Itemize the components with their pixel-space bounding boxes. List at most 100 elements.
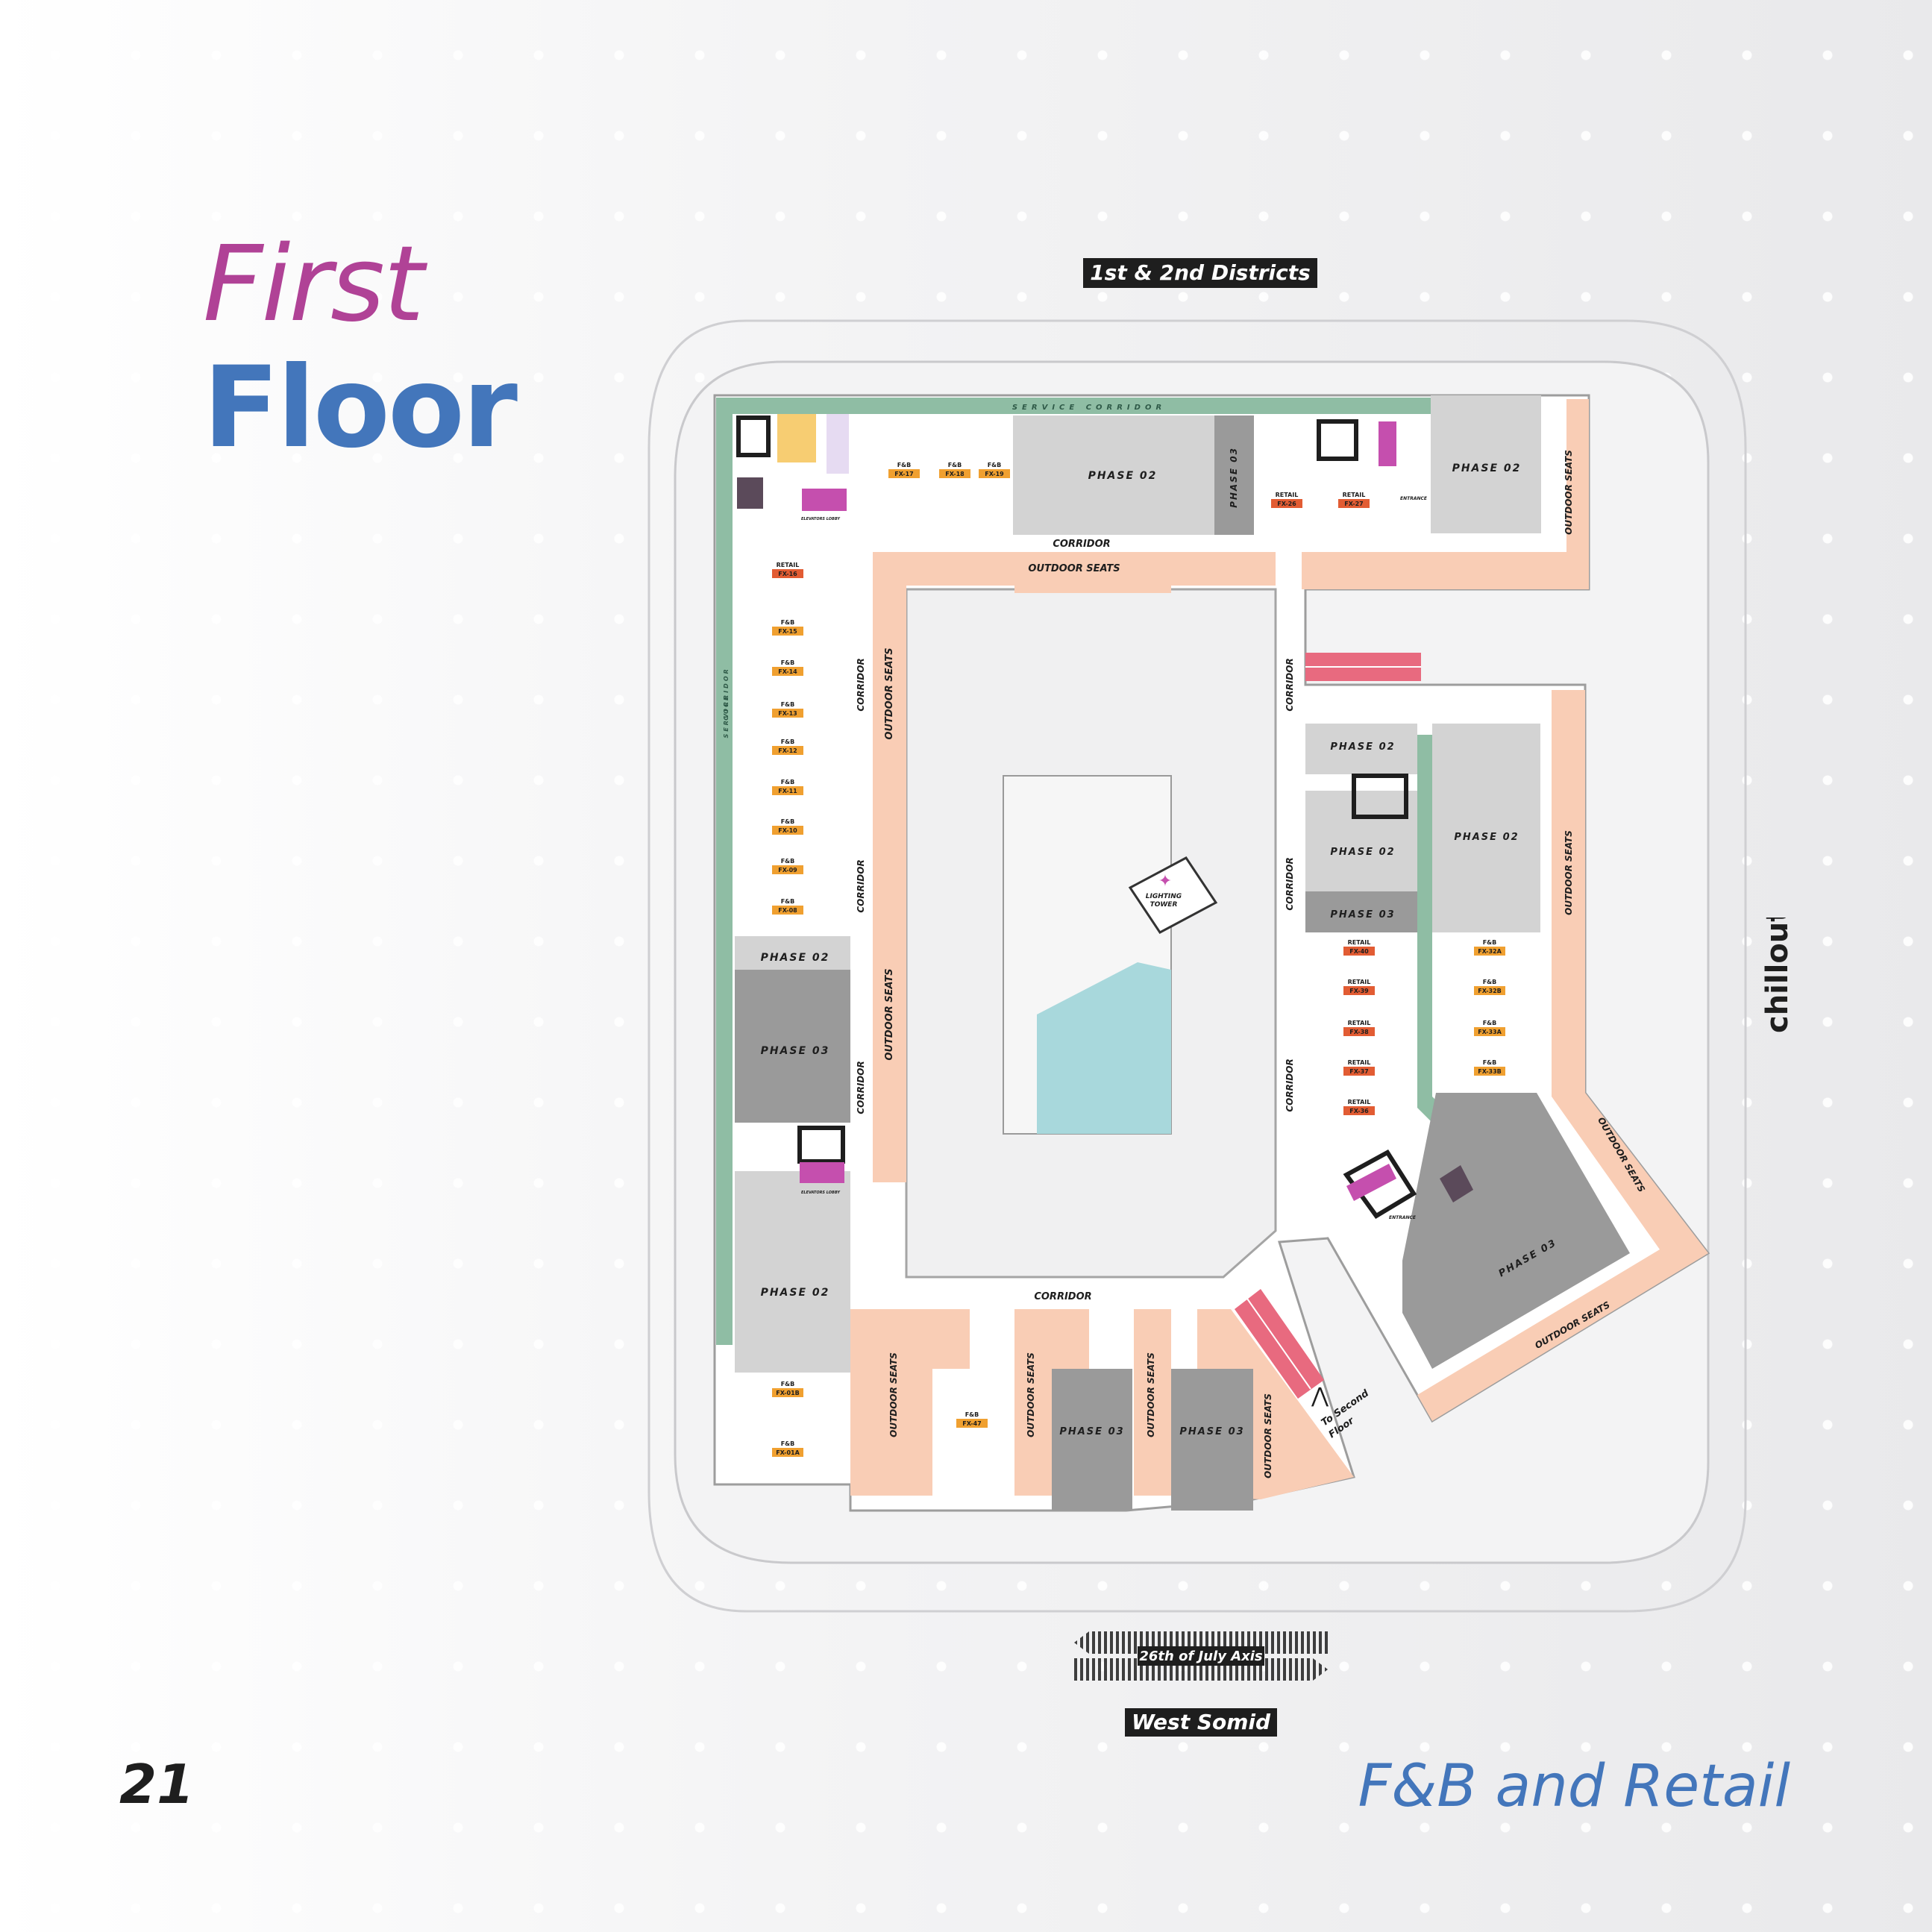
outdoor-seats-label-bottom-2: OUTDOOR SEATS bbox=[1026, 1352, 1036, 1437]
unit-top-2: F&B FX-19 bbox=[979, 462, 1010, 478]
lighting-tower-icon: ✦ bbox=[1158, 871, 1172, 890]
phase02-label-top: PHASE 02 bbox=[1088, 470, 1158, 482]
unit-fb-right-0: F&BFX-32A bbox=[1474, 939, 1505, 956]
phase02-label-right-2: PHASE 02 bbox=[1330, 847, 1395, 858]
unit-retail-left-code: FX-16 bbox=[778, 571, 797, 577]
unit-fb-right-2-code: FX-33A bbox=[1478, 1029, 1502, 1035]
entrance-label-top: ENTRANCE bbox=[1400, 496, 1428, 501]
unit-fb-left-5-code: FX-10 bbox=[778, 827, 797, 834]
unit-fb-bottom-left-1-code: FX-01A bbox=[776, 1449, 800, 1456]
unit-fb-left-2-code: FX-13 bbox=[778, 710, 797, 717]
unit-fb-bottom-left-1-kind: F&B bbox=[781, 1440, 795, 1447]
phase02-label-left: PHASE 02 bbox=[761, 952, 830, 964]
unit-fb-left-7-kind: F&B bbox=[781, 898, 795, 905]
unit-retail-top-0-kind: RETAIL bbox=[1276, 492, 1299, 498]
lighting-tower: ✦ LIGHTING TOWER bbox=[1128, 856, 1218, 934]
phase02-label-right-1: PHASE 02 bbox=[1330, 741, 1395, 753]
outdoor-seats-label-bottom-4: OUTDOOR SEATS bbox=[1263, 1393, 1273, 1478]
unit-fb-right-3-kind: F&B bbox=[1483, 1059, 1497, 1066]
phase03-label-bottom-1: PHASE 03 bbox=[1059, 1426, 1124, 1437]
unit-fb-bottom-left-0-code: FX-01B bbox=[776, 1390, 800, 1396]
road-label-top: 1st & 2nd Districts bbox=[1083, 258, 1317, 288]
unit-fb-left-1-code: FX-14 bbox=[778, 668, 797, 675]
entrance-label-right: ENTRANCE bbox=[1389, 1215, 1417, 1220]
unit-fb-bottom-left-0-kind: F&B bbox=[781, 1381, 795, 1387]
corridor-word-left-1: CORRIDOR bbox=[723, 667, 730, 721]
unit-retail-right-4-kind: RETAIL bbox=[1348, 1099, 1371, 1105]
unit-fb-left-6-code: FX-09 bbox=[778, 867, 797, 874]
unit-fb-left-3-code: FX-12 bbox=[778, 747, 797, 754]
unit-retail-top-1-kind: RETAIL bbox=[1343, 492, 1366, 498]
unit-fb-left-7-code: FX-08 bbox=[778, 907, 797, 914]
unit-fb-right-1: F&BFX-32B bbox=[1474, 979, 1505, 995]
unit-fb-right-3: F&B FX-33B bbox=[1474, 1059, 1505, 1076]
phase03-label-bottom-2: PHASE 03 bbox=[1179, 1426, 1244, 1437]
title-first: First bbox=[203, 224, 424, 345]
cores: ELEVATORS LOBBY ELEVATORS LOBBY ENTRANCE… bbox=[736, 414, 1473, 1220]
elevators-lobby-label-1: ELEVATORS LOBBY bbox=[801, 517, 841, 521]
unit-retail-right-0-code: FX-40 bbox=[1349, 948, 1369, 955]
unit-top-2-code: FX-19 bbox=[985, 471, 1004, 477]
phase02-label-bottom-left: PHASE 02 bbox=[761, 1287, 830, 1299]
unit-fb-left-0-code: FX-15 bbox=[778, 628, 797, 635]
corridor-label-left-2: CORRIDOR bbox=[856, 859, 866, 912]
page-number: 21 bbox=[119, 1753, 195, 1816]
unit-fb-left-6: F&B FX-09 bbox=[772, 858, 803, 874]
chillout-logo: chillout bbox=[1760, 918, 1795, 1033]
unit-tags: F&BFX-17F&BFX-18F&BFX-19RETAILFX-26RETAI… bbox=[772, 462, 1505, 1457]
unit-fb-left-6-kind: F&B bbox=[781, 858, 795, 865]
unit-fb-bottom-left-1: F&B FX-01A bbox=[772, 1440, 803, 1457]
phase03-label-right: PHASE 03 bbox=[1330, 909, 1395, 920]
outdoor-seats-label-top: OUTDOOR SEATS bbox=[1028, 563, 1120, 574]
unit-top-0: F&BFX-17 bbox=[888, 462, 920, 478]
elevators-lobby-label-2: ELEVATORS LOBBY bbox=[801, 1191, 841, 1195]
unit-retail-right-2-kind: RETAIL bbox=[1348, 1020, 1371, 1026]
unit-fb-bottom: F&B FX-47 bbox=[956, 1411, 988, 1428]
outdoor-seats-areas bbox=[850, 399, 1708, 1499]
unit-retail-right-0-kind: RETAIL bbox=[1348, 939, 1371, 946]
corridor-label-bottom: CORRIDOR bbox=[1034, 1291, 1091, 1302]
corridor-label-right-3: CORRIDOR bbox=[1285, 1058, 1295, 1111]
unit-fb-left-4-kind: F&B bbox=[781, 779, 795, 785]
unit-fb-bottom-code: FX-47 bbox=[962, 1420, 981, 1427]
unit-fb-bottom-kind: F&B bbox=[965, 1411, 979, 1418]
phase03-label-left: PHASE 03 bbox=[761, 1045, 830, 1057]
water-feature bbox=[1037, 962, 1171, 1134]
unit-top-1-code: FX-18 bbox=[945, 471, 965, 477]
corridor-label-left-1: CORRIDOR bbox=[856, 658, 866, 711]
unit-retail-right-3-kind: RETAIL bbox=[1348, 1059, 1371, 1066]
corridor-label-left-3: CORRIDOR bbox=[856, 1061, 866, 1114]
unit-fb-left-5: F&BFX-10 bbox=[772, 818, 803, 835]
unit-retail-right-4-code: FX-36 bbox=[1349, 1108, 1369, 1114]
road-label-axis: 26th of July Axis bbox=[1139, 1649, 1263, 1664]
logo-text: chillout bbox=[1760, 918, 1795, 1033]
service-corridor: SERVICE CORRIDOR bbox=[716, 398, 1499, 1345]
unit-retail-right-3-code: FX-37 bbox=[1349, 1068, 1368, 1075]
unit-fb-bottom-left-0: F&B FX-01B bbox=[772, 1381, 803, 1397]
unit-fb-left-0: F&B FX-15 bbox=[772, 619, 803, 636]
section-subtitle: F&B and Retail bbox=[1358, 1753, 1790, 1820]
unit-top-0-code: FX-17 bbox=[894, 471, 913, 477]
title-floor: Floor bbox=[203, 343, 518, 473]
unit-fb-left-1-kind: F&B bbox=[781, 659, 795, 666]
unit-top-1-kind: F&B bbox=[948, 462, 962, 468]
lighting-tower-label-2: TOWER bbox=[1150, 901, 1178, 909]
unit-fb-right-3-code: FX-33B bbox=[1478, 1068, 1502, 1075]
phase03-label-top: PHASE 03 bbox=[1229, 447, 1239, 508]
outdoor-seats-label-left-1: OUTDOOR SEATS bbox=[884, 647, 895, 739]
unit-top-2-kind: F&B bbox=[988, 462, 1002, 468]
unit-fb-right-2: F&BFX-33A bbox=[1474, 1020, 1505, 1036]
unit-fb-left-3: F&BFX-12 bbox=[772, 738, 803, 755]
unit-fb-left-0-kind: F&B bbox=[781, 619, 795, 626]
unit-fb-left-2: F&BFX-13 bbox=[772, 701, 803, 718]
phase02-label-top-right: PHASE 02 bbox=[1452, 462, 1522, 474]
unit-fb-left-4-code: FX-11 bbox=[778, 788, 797, 794]
escalators bbox=[1235, 653, 1421, 1399]
unit-retail-top-0-code: FX-26 bbox=[1277, 501, 1296, 507]
unit-fb-left-4: F&B FX-11 bbox=[772, 779, 803, 795]
